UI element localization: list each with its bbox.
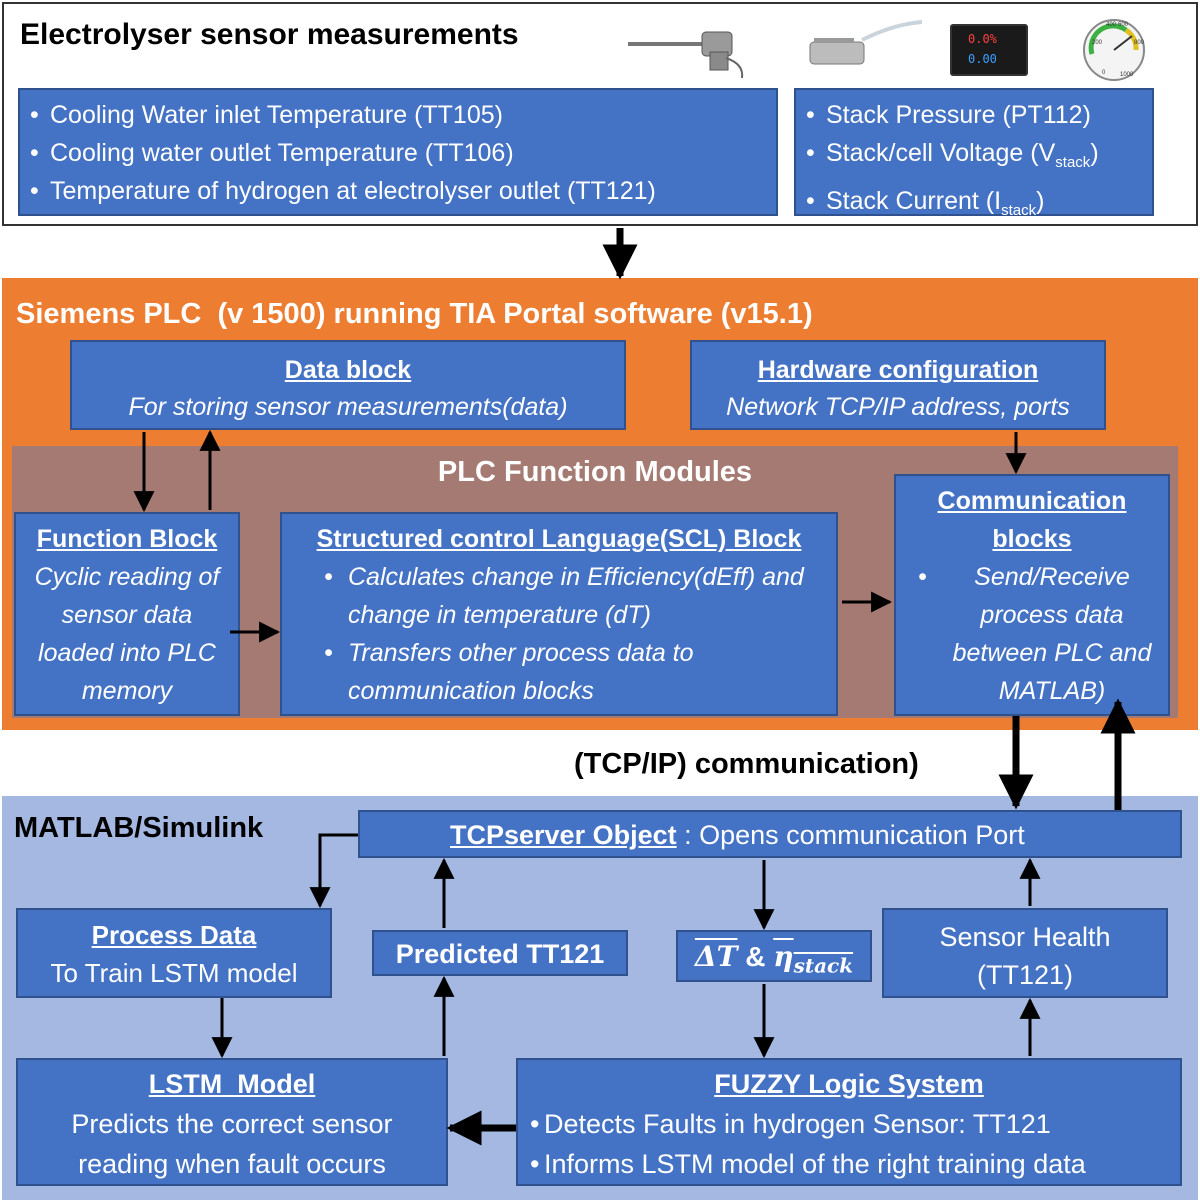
data-block-title: Data block (284, 356, 412, 384)
gauge-tick: 600 (1118, 22, 1129, 28)
lstm-model-text: Predicts the correct sensor reading when… (71, 1109, 393, 1179)
function-block-text: Cyclic reading of sensor data loaded int… (34, 563, 220, 705)
thermocouple-icon (626, 18, 756, 84)
matlab-section: MATLAB/Simulink TCPserver Object : Opens… (2, 796, 1198, 1200)
voltmeter-display-icon: 0.0% 0.00 (950, 24, 1028, 76)
hardware-config-block: Hardware configuration Network TCP/IP ad… (690, 340, 1106, 430)
stack-sensor-item: Stack Current (Istack) (804, 182, 1144, 230)
gauge-tick: 1000 (1120, 72, 1134, 78)
stack-sensors-box: Stack Pressure (PT112) Stack/cell Voltag… (794, 88, 1154, 220)
gauge-tick: 0 (1102, 70, 1106, 76)
tcpserver-object-text: : Opens communication Port (676, 820, 1025, 850)
data-block: Data block For storing sensor measuremen… (70, 340, 626, 430)
gauge-tick: 800 (1134, 40, 1145, 46)
process-data-text: To Train LSTM model (50, 958, 298, 988)
function-block: Function Block Cyclic reading of sensor … (14, 512, 240, 716)
fuzzy-logic-item: Informs LSTM model of the right training… (528, 1144, 1170, 1184)
temperature-sensor-item: Cooling water outlet Temperature (TT106) (28, 134, 768, 172)
sensor-health-line1: Sensor Health (939, 922, 1111, 952)
ampersand: & (737, 941, 774, 972)
temperature-sensor-item: Temperature of hydrogen at electrolyser … (28, 172, 768, 210)
tcpserver-object-title: TCPserver Object (450, 820, 677, 850)
scl-block-title: Structured control Language(SCL) Block (316, 525, 802, 553)
predicted-tt121-block: Predicted TT121 (372, 930, 628, 976)
scl-block-item: Calculates change in Efficiency(dEff) an… (322, 558, 826, 634)
scl-block-item: Transfers other process data to communic… (322, 634, 826, 710)
matlab-section-title: MATLAB/Simulink (14, 812, 264, 844)
communication-blocks-item: Send/Receive process data between PLC an… (916, 558, 1158, 710)
meter-reading-top: 0.0% (968, 32, 997, 46)
fuzzy-logic-block: FUZZY Logic System Detects Faults in hyd… (516, 1058, 1182, 1186)
scl-block: Structured control Language(SCL) Block C… (280, 512, 838, 716)
delta-t-eta-block: ΔT & ηstack (676, 930, 872, 982)
stack-sensor-item: Stack Pressure (PT112) (804, 96, 1144, 134)
delta-t-symbol: ΔT (694, 940, 738, 973)
lstm-model-title: LSTM Model (148, 1069, 316, 1099)
eta-stack-symbol: ηstack (773, 940, 854, 978)
fuzzy-logic-title: FUZZY Logic System (714, 1069, 984, 1099)
function-block-title: Function Block (36, 525, 218, 553)
lstm-model-block: LSTM Model Predicts the correct sensor r… (16, 1058, 448, 1186)
sensor-health-line2: (TT121) (976, 960, 1074, 990)
meter-reading-bottom: 0.00 (968, 52, 997, 66)
plc-function-modules-title: PLC Function Modules (437, 456, 753, 488)
gauge-tick: 200 (1092, 40, 1103, 46)
sensor-section-title: Electrolyser sensor measurements (20, 18, 519, 51)
predicted-tt121-text: Predicted TT121 (395, 939, 605, 969)
temperature-sensor-item: Cooling Water inlet Temperature (TT105) (28, 96, 768, 134)
sensor-health-block: Sensor Health (TT121) (882, 908, 1168, 998)
fuzzy-logic-item: Detects Faults in hydrogen Sensor: TT121 (528, 1104, 1170, 1144)
process-data-block: Process Data To Train LSTM model (16, 908, 332, 998)
plc-section-title: Siemens PLC (v 1500) running TIA Portal … (16, 298, 813, 330)
tcpip-link-label: (TCP/IP) communication) (574, 748, 919, 780)
plc-section: Siemens PLC (v 1500) running TIA Portal … (2, 278, 1198, 730)
communication-blocks-title: Communication blocks (937, 487, 1127, 553)
gauge-icon: 400 600 200 800 0 1000 (1074, 14, 1154, 82)
process-data-title: Process Data (91, 920, 257, 950)
temperature-sensors-box: Cooling Water inlet Temperature (TT105) … (18, 88, 778, 216)
hardware-config-title: Hardware configuration (757, 356, 1039, 384)
pressure-sensor-icon (804, 18, 924, 78)
sensor-section: Electrolyser sensor measurements 0.0% 0.… (2, 2, 1198, 226)
hardware-config-text: Network TCP/IP address, ports (726, 393, 1070, 421)
data-block-text: For storing sensor measurements(data) (128, 393, 568, 421)
communication-blocks: Communication blocks Send/Receive proces… (894, 474, 1170, 716)
gauge-tick: 400 (1106, 22, 1117, 28)
stack-sensor-item: Stack/cell Voltage (Vstack) (804, 134, 1144, 182)
tcpserver-object: TCPserver Object : Opens communication P… (358, 810, 1182, 858)
